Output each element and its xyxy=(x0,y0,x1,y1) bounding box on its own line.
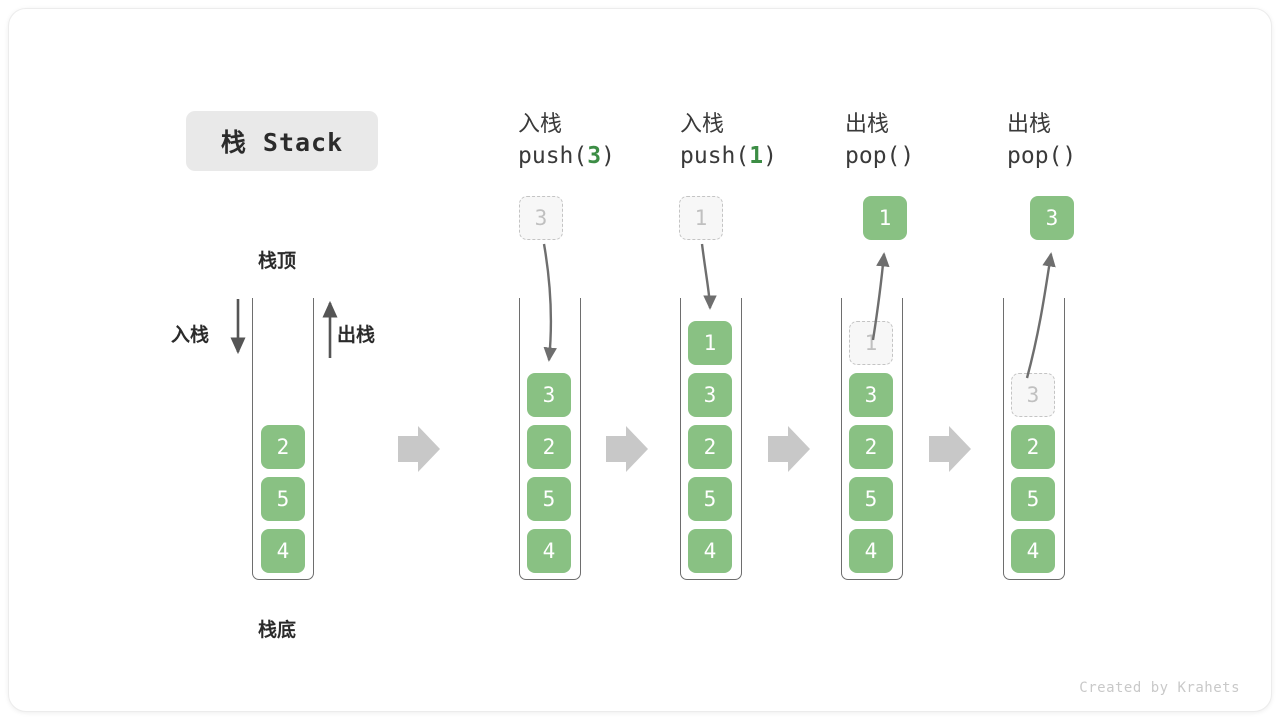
stack-cell: 4 xyxy=(527,529,571,573)
stack-cell-ghost: 1 xyxy=(849,321,893,365)
stack-container-pop-3 xyxy=(1003,298,1065,580)
code-suffix: ) xyxy=(601,142,615,169)
stack-cell: 3 xyxy=(849,373,893,417)
column-header-code: push(3) xyxy=(518,140,708,173)
stack-cell: 3 xyxy=(527,373,571,417)
stack-cell: 2 xyxy=(527,425,571,469)
column-header-code: pop() xyxy=(1007,140,1197,173)
floating-cell-ghost: 1 xyxy=(679,196,723,240)
floating-cell-popped: 1 xyxy=(863,196,907,240)
column-header-cn: 入栈 xyxy=(518,111,563,136)
code-number: 3 xyxy=(587,142,602,169)
stack-cell: 2 xyxy=(688,425,732,469)
column-header-code: pop() xyxy=(845,140,1035,173)
title-badge: 栈 Stack xyxy=(186,111,378,171)
stack-cell: 5 xyxy=(261,477,305,521)
column-header-code: push(1) xyxy=(680,140,870,173)
stack-cell: 2 xyxy=(849,425,893,469)
stack-cell: 4 xyxy=(688,529,732,573)
code-suffix: ) xyxy=(763,142,777,169)
footer-credit: Created by Krahets xyxy=(1079,680,1240,696)
stack-container-initial xyxy=(252,298,314,580)
stack-top-label: 栈顶 xyxy=(258,251,297,272)
column-header-pop-3: 出栈 pop() xyxy=(1007,108,1197,173)
stack-cell: 2 xyxy=(261,425,305,469)
stack-container-pop-1 xyxy=(841,298,903,580)
column-header-push-3: 入栈 push(3) xyxy=(518,108,708,173)
pop-direction-label: 出栈 xyxy=(337,325,376,346)
code-prefix: pop( xyxy=(845,142,901,169)
stack-container-push-3 xyxy=(519,298,581,580)
column-header-pop-1: 出栈 pop() xyxy=(845,108,1035,173)
stack-cell: 1 xyxy=(688,321,732,365)
code-number: 1 xyxy=(749,142,764,169)
stack-cell: 4 xyxy=(1011,529,1055,573)
column-header-cn: 出栈 xyxy=(1007,111,1052,136)
stack-bottom-label: 栈底 xyxy=(258,620,297,641)
stack-cell: 4 xyxy=(261,529,305,573)
code-prefix: push( xyxy=(680,142,750,169)
stack-cell: 5 xyxy=(527,477,571,521)
column-header-cn: 入栈 xyxy=(680,111,725,136)
floating-cell-ghost: 3 xyxy=(519,196,563,240)
push-direction-label: 入栈 xyxy=(171,325,210,346)
stack-cell-ghost: 3 xyxy=(1011,373,1055,417)
column-header-cn: 出栈 xyxy=(845,111,890,136)
stack-cell: 5 xyxy=(1011,477,1055,521)
floating-cell-popped: 3 xyxy=(1030,196,1074,240)
column-header-push-1: 入栈 push(1) xyxy=(680,108,870,173)
stack-cell: 2 xyxy=(1011,425,1055,469)
code-suffix: ) xyxy=(900,142,915,169)
code-prefix: pop( xyxy=(1007,142,1063,169)
code-prefix: push( xyxy=(518,142,588,169)
stack-cell: 4 xyxy=(849,529,893,573)
code-suffix: ) xyxy=(1062,142,1077,169)
stack-container-push-1 xyxy=(680,298,742,580)
stack-cell: 3 xyxy=(688,373,732,417)
stack-cell: 5 xyxy=(849,477,893,521)
stack-cell: 5 xyxy=(688,477,732,521)
